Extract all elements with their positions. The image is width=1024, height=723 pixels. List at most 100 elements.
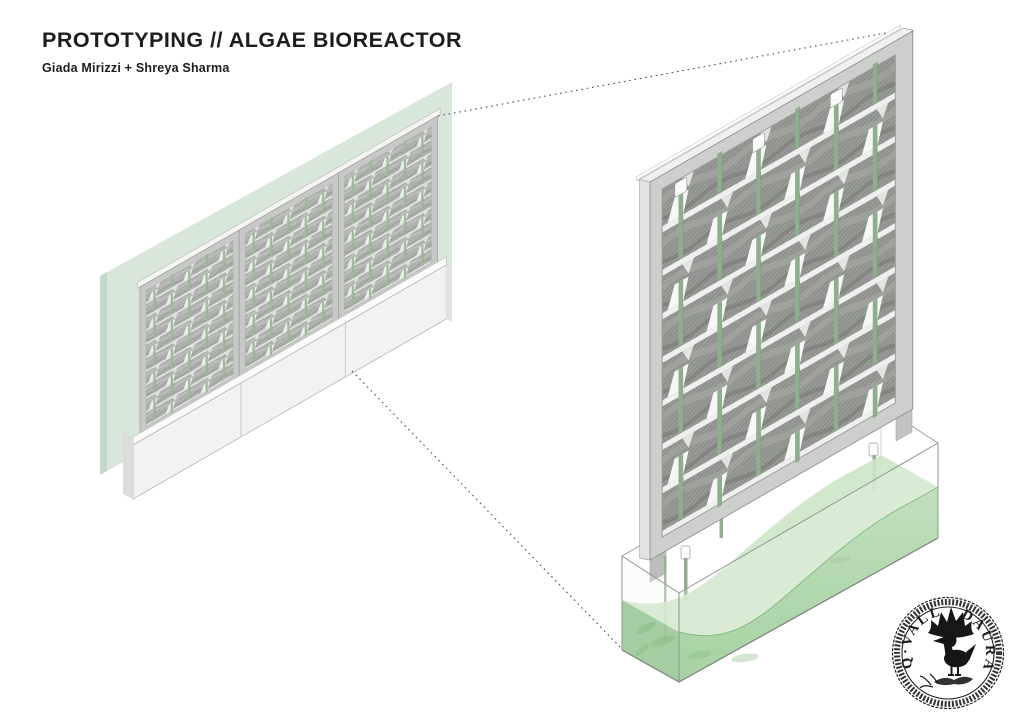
- tube-connector: [674, 177, 688, 198]
- algae-leaf: [688, 650, 712, 660]
- weave-rod: [205, 362, 208, 377]
- weave-rod: [717, 238, 723, 281]
- woven-screen: [145, 240, 234, 425]
- stamp-text-left: Q·VALL: [898, 603, 944, 670]
- duck-icon: [933, 633, 976, 676]
- weave-gap: [183, 295, 193, 308]
- weave-rod: [269, 345, 273, 357]
- valldaura-stamp: Q·VALL DAURA: [891, 596, 1005, 710]
- weave-gap: [861, 208, 883, 243]
- weave-gap: [784, 340, 806, 374]
- algae-tube: [664, 556, 667, 642]
- weave-rod: [872, 298, 878, 332]
- weave-rod: [678, 477, 684, 521]
- weave-rod: [369, 214, 372, 229]
- weave-rod: [678, 390, 684, 434]
- weave-rod: [369, 187, 372, 201]
- weave-rod: [833, 190, 839, 224]
- weave-rod: [369, 241, 372, 256]
- weave-rod: [269, 244, 273, 258]
- weave-gap: [745, 231, 767, 266]
- weave-rod: [351, 292, 354, 307]
- weave-rod: [717, 387, 723, 421]
- tube-connector: [752, 132, 765, 153]
- weave-gap: [823, 274, 845, 308]
- weave-gap: [667, 363, 689, 398]
- weave-rod: [153, 324, 156, 339]
- weave-gap: [183, 268, 193, 281]
- base-right-side: [446, 265, 452, 322]
- weave-rod: [252, 267, 255, 282]
- weave-rod: [153, 379, 156, 393]
- stamp-outer-ring: [891, 596, 1005, 710]
- weave-rod: [795, 430, 800, 464]
- weave-rod: [222, 257, 226, 272]
- page-title: PROTOTYPING // ALGAE BIOREACTOR: [42, 28, 463, 52]
- weave-gap: [861, 121, 883, 156]
- weave-rod: [717, 412, 723, 455]
- weave-rod: [678, 279, 684, 313]
- weave-gap: [706, 297, 728, 332]
- weave-rod: [386, 190, 389, 205]
- weave-rod: [403, 268, 407, 280]
- weave-rod: [304, 196, 307, 211]
- weave-rod: [287, 302, 290, 316]
- weave-rod: [287, 274, 290, 289]
- weave-rod: [795, 169, 800, 203]
- weave-rod: [872, 148, 878, 192]
- weave-gap: [823, 187, 845, 221]
- weave-rod: [421, 252, 424, 267]
- weave-rod: [287, 247, 290, 262]
- weave-rod: [287, 220, 290, 235]
- tube-connector: [680, 545, 691, 560]
- waterline: [678, 486, 939, 637]
- weave-rod: [304, 251, 307, 266]
- weave-rod: [188, 359, 191, 373]
- weave-rod: [170, 355, 173, 370]
- weave-rod: [322, 254, 325, 269]
- woven-screen: [245, 183, 333, 368]
- weave-rod: [833, 103, 839, 137]
- weave-rod: [222, 284, 226, 299]
- weave-rod: [386, 272, 389, 287]
- weave-rod: [421, 170, 424, 185]
- weave-rod: [287, 329, 290, 344]
- weave-gap: [706, 210, 728, 245]
- weave-gap: [667, 450, 689, 485]
- water-left-face: [622, 600, 679, 682]
- weave-rod: [351, 237, 354, 252]
- weave-rod: [369, 268, 372, 283]
- weave-rod: [386, 217, 389, 232]
- weave-rod: [678, 192, 684, 226]
- weave-rod: [351, 183, 354, 198]
- weave-rod: [678, 453, 684, 487]
- weave-rod: [269, 325, 273, 340]
- weave-rod: [386, 163, 389, 178]
- weave-rod: [833, 388, 839, 432]
- weave-gap: [745, 318, 767, 353]
- weave-rod: [222, 339, 226, 353]
- weave-rod: [403, 194, 407, 209]
- weave-rod: [304, 305, 307, 320]
- weave-gap: [706, 471, 728, 506]
- weave-gap: [784, 427, 806, 461]
- weave-rod: [678, 216, 684, 260]
- weave-rod: [304, 278, 307, 293]
- stamp-hatched-ring: [894, 599, 1002, 707]
- weave-rod: [322, 200, 325, 215]
- woven-screen: [344, 126, 432, 311]
- woven-screen: [661, 55, 897, 531]
- weave-rod: [872, 322, 878, 366]
- weave-rod: [403, 167, 407, 181]
- weave-gap: [183, 323, 193, 336]
- weave-rod: [222, 366, 226, 381]
- weave-rod: [717, 213, 723, 247]
- weave-rod: [403, 139, 407, 154]
- weave-rod: [322, 309, 325, 324]
- weave-rod: [756, 259, 761, 302]
- weave-rod: [188, 331, 191, 346]
- weave-gap: [823, 100, 845, 134]
- weave-gap: [784, 166, 806, 200]
